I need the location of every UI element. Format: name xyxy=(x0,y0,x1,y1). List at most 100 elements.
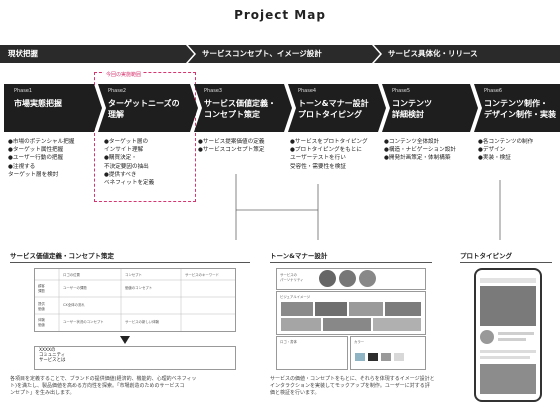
table-cell: ユーザーの課題 xyxy=(63,286,87,290)
connector-lines xyxy=(235,174,501,240)
concept-note: 各項目を定義することで、ブランドの提供価値(経済的、機能的、心理的ベネフィッ ト… xyxy=(10,376,197,396)
tone-visual-label: ビジュアルイメージ xyxy=(280,295,311,299)
tone-visual-box: ビジュアルイメージ xyxy=(276,291,426,335)
table-cell: 価値のコンセプト xyxy=(125,286,153,290)
current-scope-label: 今回の実施範囲 xyxy=(104,71,144,78)
row-header: 体験 価値 xyxy=(38,318,45,327)
table-cell: CX全体の流れ xyxy=(63,303,85,307)
page-title: Project Map xyxy=(234,8,326,22)
table-cell: サービスの新しい体験 xyxy=(125,320,159,324)
color-swatch xyxy=(368,353,378,361)
tone-section-title: トーン&マナー設計 xyxy=(270,252,328,260)
bullet: ●実装・検証 xyxy=(478,155,511,162)
phase-6-num: Phase6 xyxy=(484,88,503,94)
stage-release-arrow xyxy=(374,45,560,63)
phase-arrows xyxy=(4,84,560,132)
phase-1: Phase1 市場実態把握 xyxy=(4,84,94,132)
phase-arrow-2 xyxy=(98,84,198,132)
phase-1-num: Phase1 xyxy=(14,88,33,94)
text-line xyxy=(480,356,530,359)
phase-5-title: コンテンツ 詳細検討 xyxy=(392,99,432,119)
phase-4-num: Phase4 xyxy=(298,88,317,94)
bullet: ●サービスコンセプト策定 xyxy=(198,147,265,154)
concept-output-label: XXXXの コミュニティ サービスとは xyxy=(39,348,66,364)
bullet: ●ターゲット層の インサイト理解 xyxy=(104,139,149,154)
bullet: ●市場のポテンシャル把握 xyxy=(8,139,75,145)
visual-image xyxy=(281,302,313,316)
row-header: 顧客 課題 xyxy=(38,284,45,293)
phase-1-title: 市場実態把握 xyxy=(14,99,62,108)
phone-header xyxy=(480,278,536,283)
bullet: ●開発計画策定・体制構築 xyxy=(384,155,451,162)
personality-circle xyxy=(319,270,336,287)
phase-arrow-3 xyxy=(194,84,292,132)
phase-arrow-4 xyxy=(288,84,386,132)
phase-4-bullets: ●サービスをプロトタイピング ●プロトタイピングをもとに ユーザーテストを行い … xyxy=(290,138,382,171)
bullet: ●プロトタイピングをもとに ユーザーテストを行い 受容性・需要性を検証 xyxy=(290,147,362,170)
phone-mockup xyxy=(474,268,542,402)
phase-6: Phase6 コンテンツ制作・ デザイン制作・実装 xyxy=(474,84,560,132)
phase-2-bullets: ●ターゲット層の インサイト理解 ●購買決定・ 不決定要因の抽出 ●提供すべき … xyxy=(104,138,192,187)
concept-output-box: XXXXの コミュニティ サービスとは xyxy=(34,346,236,370)
color-swatch xyxy=(355,353,365,361)
stage-label-1: サービスコンセプト、イメージ設計 xyxy=(202,49,322,58)
avatar xyxy=(480,330,494,344)
phase-5: Phase5 コンテンツ 詳細検討 xyxy=(382,84,470,132)
concept-section-title: サービス価値定義・コンセプト策定 xyxy=(10,252,114,260)
visual-image xyxy=(315,302,347,316)
col-header: サービスのキーワード xyxy=(185,273,219,277)
bullet: ●コンテンツ全体設計 xyxy=(384,139,440,145)
tone-divider xyxy=(270,262,432,263)
phase-5-num: Phase5 xyxy=(392,88,411,94)
concept-divider xyxy=(10,262,250,263)
visual-image xyxy=(385,302,421,316)
table-cell: ユーザー状況のコンセプト xyxy=(63,320,104,324)
tone-personality-box: サービスの パーソナリティ xyxy=(276,268,426,290)
bullet: ●デザイン xyxy=(478,147,506,154)
stage-labels: 現状把握 サービスコンセプト、イメージ設計 サービス具体化・リリース xyxy=(0,45,560,63)
text-line xyxy=(498,338,526,341)
personality-circle xyxy=(359,270,376,287)
phase-3: Phase3 サービス価値定義・ コンセプト策定 xyxy=(194,84,284,132)
phase-arrow-5 xyxy=(382,84,478,132)
stage-concept-arrow xyxy=(188,45,380,63)
phase-4-title: トーン&マナー設計 プロトタイピング xyxy=(298,99,369,119)
stage-current-arrow xyxy=(0,45,194,63)
stage-bar xyxy=(0,45,560,63)
phase-4: Phase4 トーン&マナー設計 プロトタイピング xyxy=(288,84,378,132)
phase-3-num: Phase3 xyxy=(204,88,223,94)
tone-color-label: カラー xyxy=(354,340,365,344)
bullet: ●購買決定・ 不決定要因の抽出 xyxy=(104,155,149,170)
bullet: ●ユーザー行動の把握 xyxy=(8,155,64,162)
phase-6-title: コンテンツ制作・ デザイン制作・実装 xyxy=(484,99,556,119)
color-swatch xyxy=(381,353,391,361)
col-header: ロゴの位置 xyxy=(63,273,80,277)
tone-color-box: カラー xyxy=(350,336,426,370)
bullet: ●構造・ナビゲーション設計 xyxy=(384,147,456,154)
tone-logo-label: ロゴ・書体 xyxy=(280,340,297,344)
visual-image xyxy=(281,318,321,331)
tone-note: サービスの価値・コンセプトをもとに、それらを体現するイメージ設計と インタラクシ… xyxy=(270,376,435,396)
phase-2-num: Phase2 xyxy=(108,88,127,94)
stage-label-0: 現状把握 xyxy=(8,49,38,58)
phase-2: Phase2 ターゲットニーズの 理解 xyxy=(98,84,190,132)
bullet: ●各コンテンツの制作 xyxy=(478,139,534,145)
phase-arrow-6 xyxy=(474,84,560,132)
bullet: ●提供すべき ベネフィットを定義 xyxy=(104,171,155,187)
personality-circle xyxy=(339,270,356,287)
tone-personality-label: サービスの パーソナリティ xyxy=(280,273,304,282)
bullet: ●注視する ターゲット層を検討 xyxy=(8,163,59,178)
phase-arrow-1 xyxy=(4,84,102,132)
bullet: ●サービス提案価値の定義 xyxy=(198,139,265,145)
phase-1-bullets: ●市場のポテンシャル把握 ●ターゲット属性把握 ●ユーザー行動の把握 ●注視する… xyxy=(8,138,94,179)
visual-image xyxy=(349,302,383,316)
visual-image xyxy=(373,318,421,331)
proto-section-title: プロトタイピング xyxy=(460,252,512,260)
phase-3-bullets: ●サービス提案価値の定義 ●サービスコンセプト策定 xyxy=(198,138,288,154)
color-swatch xyxy=(394,353,404,361)
current-scope-box xyxy=(94,72,196,202)
phone-hero-image xyxy=(480,286,536,326)
row-header: 提供 価値 xyxy=(38,302,45,311)
down-arrow-icon xyxy=(120,336,130,344)
tone-logo-box: ロゴ・書体 xyxy=(276,336,348,370)
